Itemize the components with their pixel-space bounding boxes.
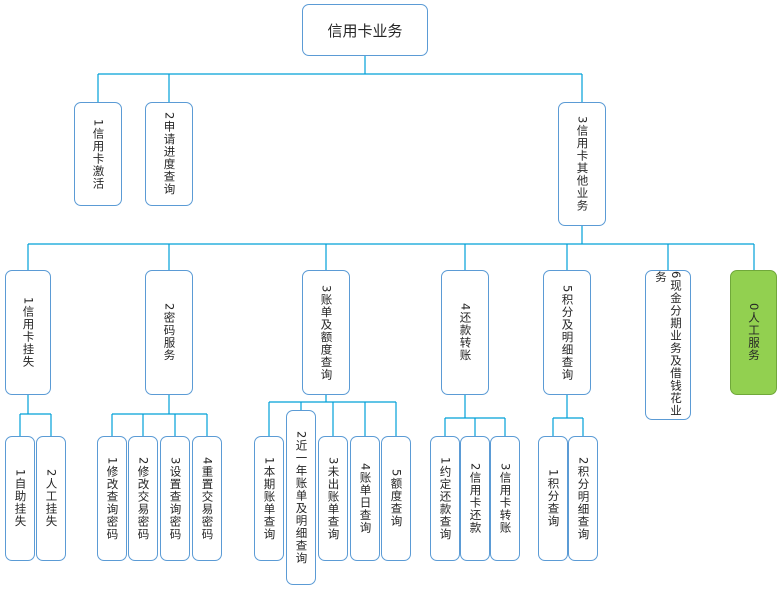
node-points-balance: 1积分查询 xyxy=(538,436,568,561)
node-application-progress: 2申请进度查询 xyxy=(145,102,193,206)
node-self-lost: 1自助挂失 xyxy=(5,436,35,561)
node-set-query-password: 3设置查询密码 xyxy=(160,436,190,561)
node-change-trade-password: 2修改交易密码 xyxy=(128,436,158,561)
node-unbilled-query-label: 3未出账单查询 xyxy=(326,456,341,541)
node-password-service: 2密码服务 xyxy=(145,270,193,395)
node-card-activation-label: 1信用卡激活 xyxy=(91,118,106,190)
node-points-detail: 2积分明细查询 xyxy=(568,436,598,561)
node-bill-limit-query-label: 3账单及额度查询 xyxy=(319,284,334,381)
node-card-lost: 1信用卡挂失 xyxy=(5,270,51,395)
node-billing-day-query: 4账单日查询 xyxy=(350,436,380,561)
node-root: 信用卡业务 xyxy=(302,4,428,56)
node-card-repayment: 2信用卡还款 xyxy=(460,436,490,561)
node-points-balance-label: 1积分查询 xyxy=(546,469,561,528)
node-installment-loan-label: 6现金分期业务及借钱花业务 xyxy=(654,271,683,417)
node-card-lost-label: 1信用卡挂失 xyxy=(21,297,36,368)
node-year-bill-detail-label: 2近一年账单及明细查询 xyxy=(294,430,309,565)
node-repayment-transfer-label: 4还款转账 xyxy=(458,303,473,362)
node-card-transfer-label: 3信用卡转账 xyxy=(498,463,513,534)
node-reset-trade-password-label: 4重置交易密码 xyxy=(200,456,215,541)
node-change-trade-password-label: 2修改交易密码 xyxy=(136,456,151,541)
node-card-activation: 1信用卡激活 xyxy=(74,102,122,206)
node-agreed-repayment-label: 1约定还款查询 xyxy=(438,456,453,541)
node-manual-lost-label: 2人工挂失 xyxy=(44,469,59,528)
node-password-service-label: 2密码服务 xyxy=(162,303,177,362)
node-other-services: 3信用卡其他业务 xyxy=(558,102,606,226)
node-other-services-label: 3信用卡其他业务 xyxy=(575,116,590,212)
node-limit-query: 5额度查询 xyxy=(381,436,411,561)
node-card-transfer: 3信用卡转账 xyxy=(490,436,520,561)
node-self-lost-label: 1自助挂失 xyxy=(13,469,28,528)
node-manual-service-label: 0人工服务 xyxy=(747,303,761,362)
node-root-label: 信用卡业务 xyxy=(327,21,403,40)
node-change-query-password: 1修改查询密码 xyxy=(97,436,127,561)
node-limit-query-label: 5额度查询 xyxy=(389,469,404,528)
node-billing-day-query-label: 4账单日查询 xyxy=(358,463,373,534)
node-unbilled-query: 3未出账单查询 xyxy=(318,436,348,561)
node-current-bill: 1本期账单查询 xyxy=(254,436,284,561)
node-manual-lost: 2人工挂失 xyxy=(36,436,66,561)
node-reset-trade-password: 4重置交易密码 xyxy=(192,436,222,561)
node-repayment-transfer: 4还款转账 xyxy=(441,270,489,395)
node-installment-loan: 6现金分期业务及借钱花业务 xyxy=(645,270,691,420)
node-card-repayment-label: 2信用卡还款 xyxy=(468,463,483,534)
node-points-query-label: 5积分及明细查询 xyxy=(560,284,575,381)
node-bill-limit-query: 3账单及额度查询 xyxy=(302,270,350,395)
node-points-query: 5积分及明细查询 xyxy=(543,270,591,395)
node-manual-service: 0人工服务 xyxy=(730,270,777,395)
node-set-query-password-label: 3设置查询密码 xyxy=(168,456,183,541)
node-agreed-repayment: 1约定还款查询 xyxy=(430,436,460,561)
node-application-progress-label: 2申请进度查询 xyxy=(162,112,177,196)
node-current-bill-label: 1本期账单查询 xyxy=(262,456,277,541)
node-year-bill-detail: 2近一年账单及明细查询 xyxy=(286,410,316,585)
node-points-detail-label: 2积分明细查询 xyxy=(576,456,591,541)
node-change-query-password-label: 1修改查询密码 xyxy=(105,456,120,541)
